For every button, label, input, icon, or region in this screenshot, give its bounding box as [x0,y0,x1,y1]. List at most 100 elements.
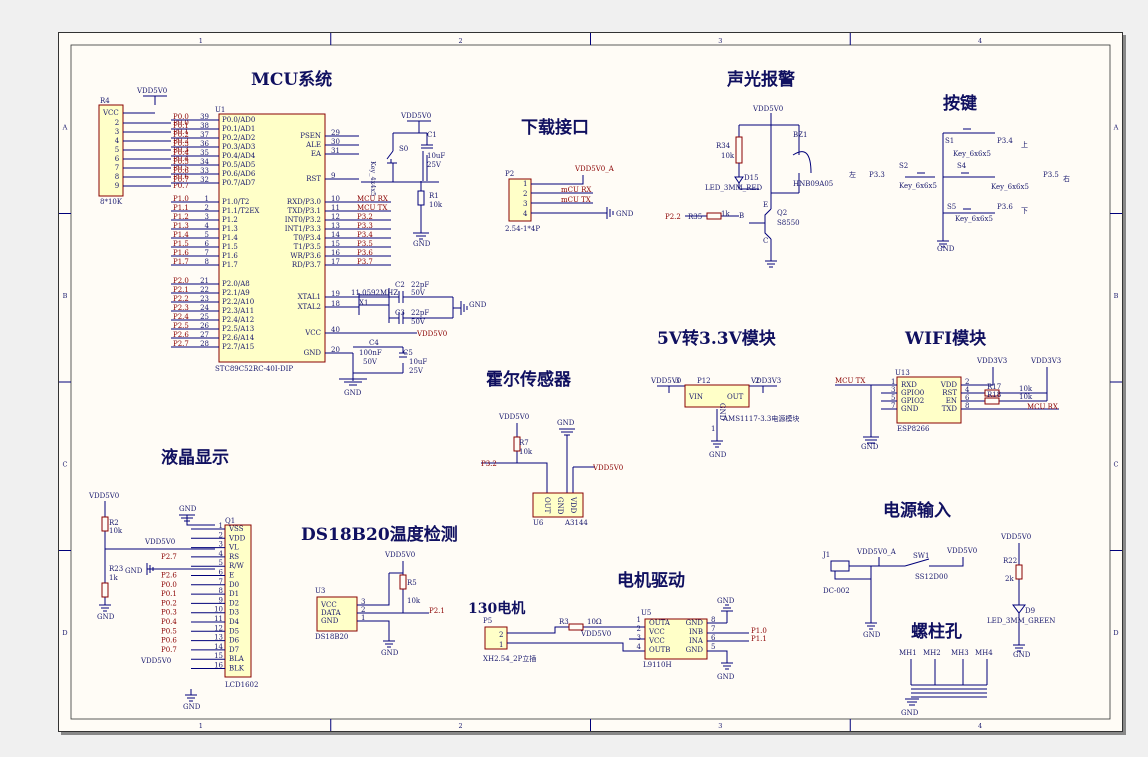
d9-vdd-net: VDD5V0 [1000,533,1031,541]
q2-part: S8550 [777,219,800,227]
frame-row-label: C [63,460,68,468]
wifi-pin-number: 2 [965,378,969,386]
u1-pin-net: P2.7 [173,340,189,348]
d9-gnd: GND [1013,651,1031,659]
lcd-pin-net: P0.4 [161,618,177,626]
frame-col-label: 4 [978,37,982,45]
lcd-pin-net: P0.1 [161,590,177,598]
s1-net: P3.4 [997,137,1013,145]
power-caps: VDD5V0 C4 100nF 50V C5 10uF 25V GND [325,330,447,397]
lcd-pin-number: 16 [214,662,223,670]
ds-pin-name: DATA [321,609,342,617]
u1-pin-name: RST [306,175,321,183]
hall-ref: U6 [533,519,544,527]
wifi-pin-number: 4 [965,386,970,394]
section-title-keys: 按键 [943,93,977,114]
key-up: 上 [1021,140,1028,149]
lcd-pin-name: BLK [229,665,245,673]
key-down: 下 [1021,207,1028,215]
s5-ref: S5 [947,203,956,211]
wifi-body [896,376,962,424]
u1-pin-net: P0.6 [173,167,189,175]
lcd-pin-name: E [229,572,234,580]
p5-pin1: 1 [499,641,503,649]
ds-body [316,596,358,632]
p5-ref: P5 [483,617,492,625]
d9-ref: D9 [1025,607,1035,615]
u1-pin-net: P1.4 [173,231,189,239]
holes-gnd: GND [901,709,919,717]
u1-pin-net: P2.1 [173,286,189,294]
ds-vdd-net: VDD5V0 [384,551,415,559]
u5-pin-name: GND [686,619,704,627]
u1-pin-net: P2.4 [173,313,189,321]
wifi-pin-name: EN [946,397,957,405]
u1-pin-name: INT0/P3.2 [285,216,321,224]
wifi-pin-name: GPIO2 [901,397,924,405]
hall-net: P3.2 [481,460,497,468]
u1-pin-number: 26 [200,322,209,330]
p2-pin-num: 4 [523,210,528,218]
u1-pin-number: 40 [331,326,340,334]
ldo-pin1: 1 [711,425,715,433]
lcd-blk-gnd: GND [183,703,201,711]
u1-pin-net: P1.2 [173,213,189,221]
lcd-ref: Q1 [225,517,235,525]
ldo-body [684,384,750,408]
power-input: J1 DC-002 VDD5V0_A SW1 SS12D00 VDD5V0 GN… [822,533,1055,659]
r4-net-label: P0.2 [173,137,189,145]
sw1-vdd-net: VDD5V0 [946,547,977,555]
u1-pin-number: 12 [331,213,340,221]
ldo-gnd-pin: GND [718,403,726,421]
hall-vdd-pin-net: VDD5V0 [592,464,623,472]
u1-pin-number: 15 [331,240,340,248]
lcd-pin-number: 10 [214,606,223,614]
lcd-pin-number: 9 [219,596,223,604]
frame-row-label: C [1114,460,1119,468]
u1-pin-number: 4 [205,222,210,230]
s0-part: Key_4x4x5 [369,161,377,196]
ldo-vin: VIN [688,393,703,401]
u1-pin-net: P0.2 [173,131,189,139]
lcd-pin-number: 1 [219,522,223,530]
s1-ref: S1 [945,137,954,145]
section-title-power: 电源输入 [883,500,951,521]
u1-pin-name: P1.2 [222,216,238,224]
r4-pin-num: 6 [115,155,120,163]
r4-pin-num: 9 [115,182,119,190]
c1-value: 10uF [427,152,445,160]
key-left: 左 [849,170,856,179]
frame-col-label: 1 [199,722,203,730]
r4-value: 8*10K [100,198,123,206]
c3-voltage: 50V [411,318,426,326]
lcd-pin-name: BLA [229,655,245,663]
lcd-body [224,524,252,678]
u1-pin-name: P2.4/A12 [222,316,254,324]
hole-1: MH1 [899,649,917,657]
u1-body [218,113,326,363]
ldo-module: VDD5V0 VDD3V3 P12 VIN OUT GND 3 2 1 AMS1… [650,377,799,459]
wifi-pin-name: VDD [940,381,958,389]
u1-pin-net: P2.6 [173,331,189,339]
u1-pin-name: P1.0/T2 [222,198,249,206]
x1-ref: X1 [359,299,368,307]
u5-pin-name: OUTA [649,619,671,627]
c1-voltage: 25V [427,161,442,169]
u1-pin-number: 20 [331,346,340,354]
c5-voltage: 25V [409,367,424,375]
lcd-circuit: VDD5V0 R2 10k R23 1k GND GND VDD5V0 GND … [88,492,258,711]
u1-pin-name: EA [311,150,322,158]
frame-row-label: A [1113,123,1119,131]
ds-ref: U3 [315,587,325,595]
r18-value: 10k [1019,393,1033,401]
hall-pin-name: VDD [569,496,577,514]
reset-vdd-net: VDD5V0 [400,112,431,120]
u1-pin-net: MCU RX [357,195,388,203]
lcd-pin-number: 12 [214,624,223,632]
frame-row-label: D [1113,629,1118,637]
u1-pin-name: TXD/P3.1 [288,207,321,215]
reset-circuit: VDD5V0 C1 10uF 25V R1 10k S0 Key_4x4x5 G… [361,112,445,248]
lcd-pin-name: RS [229,553,239,561]
